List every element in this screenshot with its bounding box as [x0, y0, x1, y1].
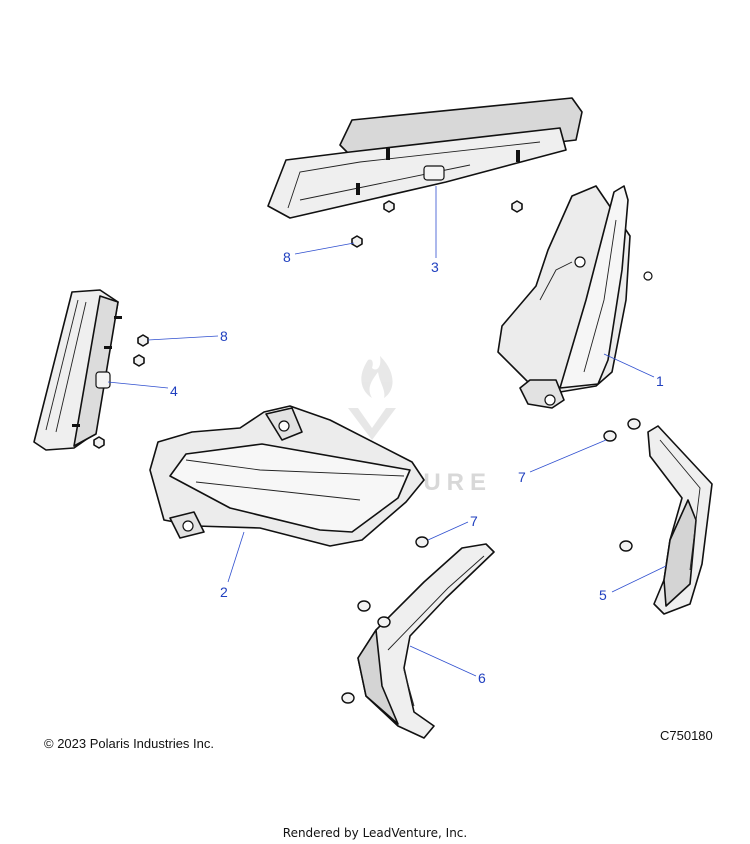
nut-3b	[511, 200, 523, 213]
leader-7-middle	[427, 521, 469, 541]
nut-3a	[383, 200, 395, 213]
leader-6	[409, 645, 477, 677]
part-6-trim	[357, 543, 495, 739]
callout-1: 1	[656, 373, 664, 389]
leader-8-left	[147, 335, 219, 341]
ring-6c	[341, 692, 355, 704]
callout-6: 6	[478, 670, 486, 686]
rendered-by-text: Rendered by LeadVenture, Inc.	[282, 826, 468, 840]
watermark-logo	[348, 356, 396, 440]
part-5-trim	[647, 425, 713, 615]
callout-8-left: 8	[220, 328, 228, 344]
nut-8-left-a	[137, 334, 149, 347]
leader-2	[227, 531, 245, 583]
callout-7-right: 7	[518, 469, 526, 485]
part-2-headlight	[149, 405, 425, 547]
callout-4: 4	[170, 383, 178, 399]
part-3-light-bar	[267, 97, 583, 219]
ring-6a	[357, 600, 371, 612]
nut-8-left-b	[133, 354, 145, 367]
leader-7-right	[529, 439, 607, 473]
ring-7-right-c	[619, 540, 633, 552]
ring-7-right-a	[603, 430, 617, 442]
leader-4	[107, 381, 169, 389]
leader-1	[603, 353, 655, 378]
leader-5	[611, 565, 667, 593]
diagram-code: C750180	[660, 728, 713, 743]
ring-6b	[377, 616, 391, 628]
ring-7-right-b	[627, 418, 641, 430]
copyright-text: © 2023 Polaris Industries Inc.	[44, 736, 214, 751]
callout-8-top: 8	[283, 249, 291, 265]
leader-8-top	[294, 242, 355, 255]
nut-8-top	[351, 235, 363, 248]
ring-7-middle	[415, 536, 429, 548]
callout-2: 2	[220, 584, 228, 600]
callout-7-middle: 7	[470, 513, 478, 529]
part-1-headlight	[497, 185, 653, 409]
callout-5: 5	[599, 587, 607, 603]
part-4-tail-light	[33, 289, 122, 451]
callout-3: 3	[431, 259, 439, 275]
nut-4-lower	[93, 436, 105, 449]
